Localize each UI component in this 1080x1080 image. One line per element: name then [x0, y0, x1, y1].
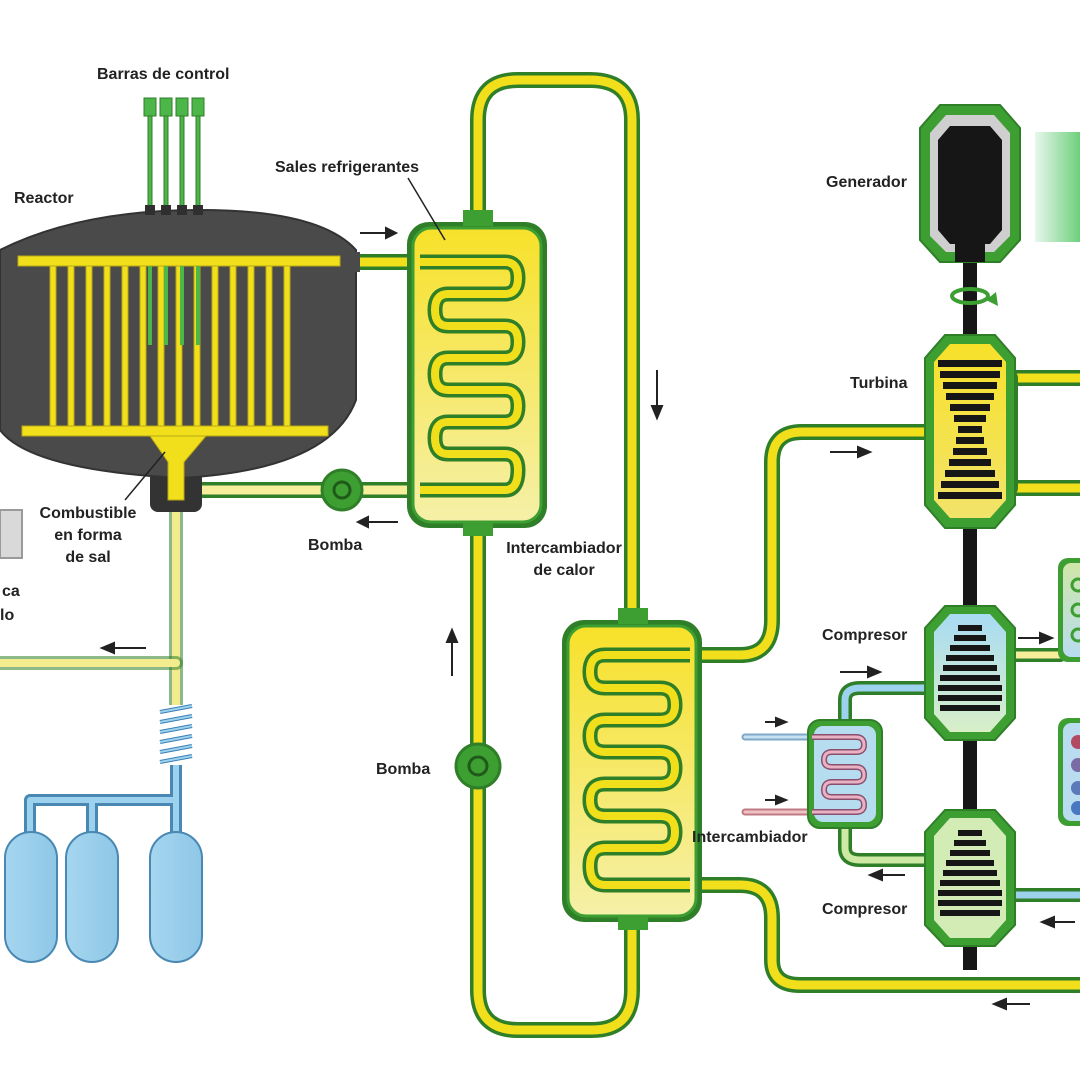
- label-heat-exchanger-1: Intercambiador: [506, 540, 622, 557]
- label-pump-middle: Bomba: [376, 761, 430, 778]
- leader-lines: [124, 177, 446, 501]
- drain-tank-box: [0, 509, 23, 559]
- control-rods: [143, 97, 205, 345]
- label-cut-1: ca: [2, 583, 20, 600]
- label-compressor-bottom: Compresor: [822, 901, 907, 918]
- label-heat-exchanger-2: de calor: [533, 562, 594, 579]
- rotation-icon: [950, 287, 998, 306]
- heat-exchanger-secondary: [562, 608, 702, 930]
- reactor-vessel: [0, 97, 360, 512]
- label-control-rods: Barras de control: [97, 66, 229, 83]
- label-compressor-top: Compresor: [822, 627, 907, 644]
- label-turbine: Turbina: [850, 375, 908, 392]
- pump-icon: [454, 742, 502, 790]
- labels: Barras de control Reactor Sales refriger…: [0, 66, 908, 918]
- intercooler: [807, 719, 883, 829]
- coil-icon: [159, 704, 193, 765]
- label-intercooler: Intercambiador: [692, 829, 808, 846]
- turbine: [924, 334, 1016, 529]
- label-coolant-salts: Sales refrigerantes: [275, 159, 419, 176]
- heat-exchanger-primary: [407, 210, 547, 536]
- storage-tanks: [4, 831, 203, 963]
- compressor-upper: [924, 605, 1016, 741]
- label-cut-2: lo: [0, 607, 14, 624]
- label-generator: Generador: [826, 174, 907, 191]
- recuperator-box: [1058, 558, 1080, 662]
- precooler-box: [1058, 718, 1080, 826]
- generator: [919, 104, 1080, 263]
- label-fuel-line-3: de sal: [65, 549, 110, 566]
- label-reactor: Reactor: [14, 190, 74, 207]
- fuel-channels: [49, 265, 291, 427]
- label-fuel-line-2: en forma: [54, 527, 122, 544]
- pump-icon: [320, 468, 364, 512]
- label-fuel-line-1: Combustible: [40, 505, 137, 522]
- compressor-lower: [924, 809, 1016, 947]
- arrow-icon: [99, 226, 1075, 1011]
- label-pump-top: Bomba: [308, 537, 362, 554]
